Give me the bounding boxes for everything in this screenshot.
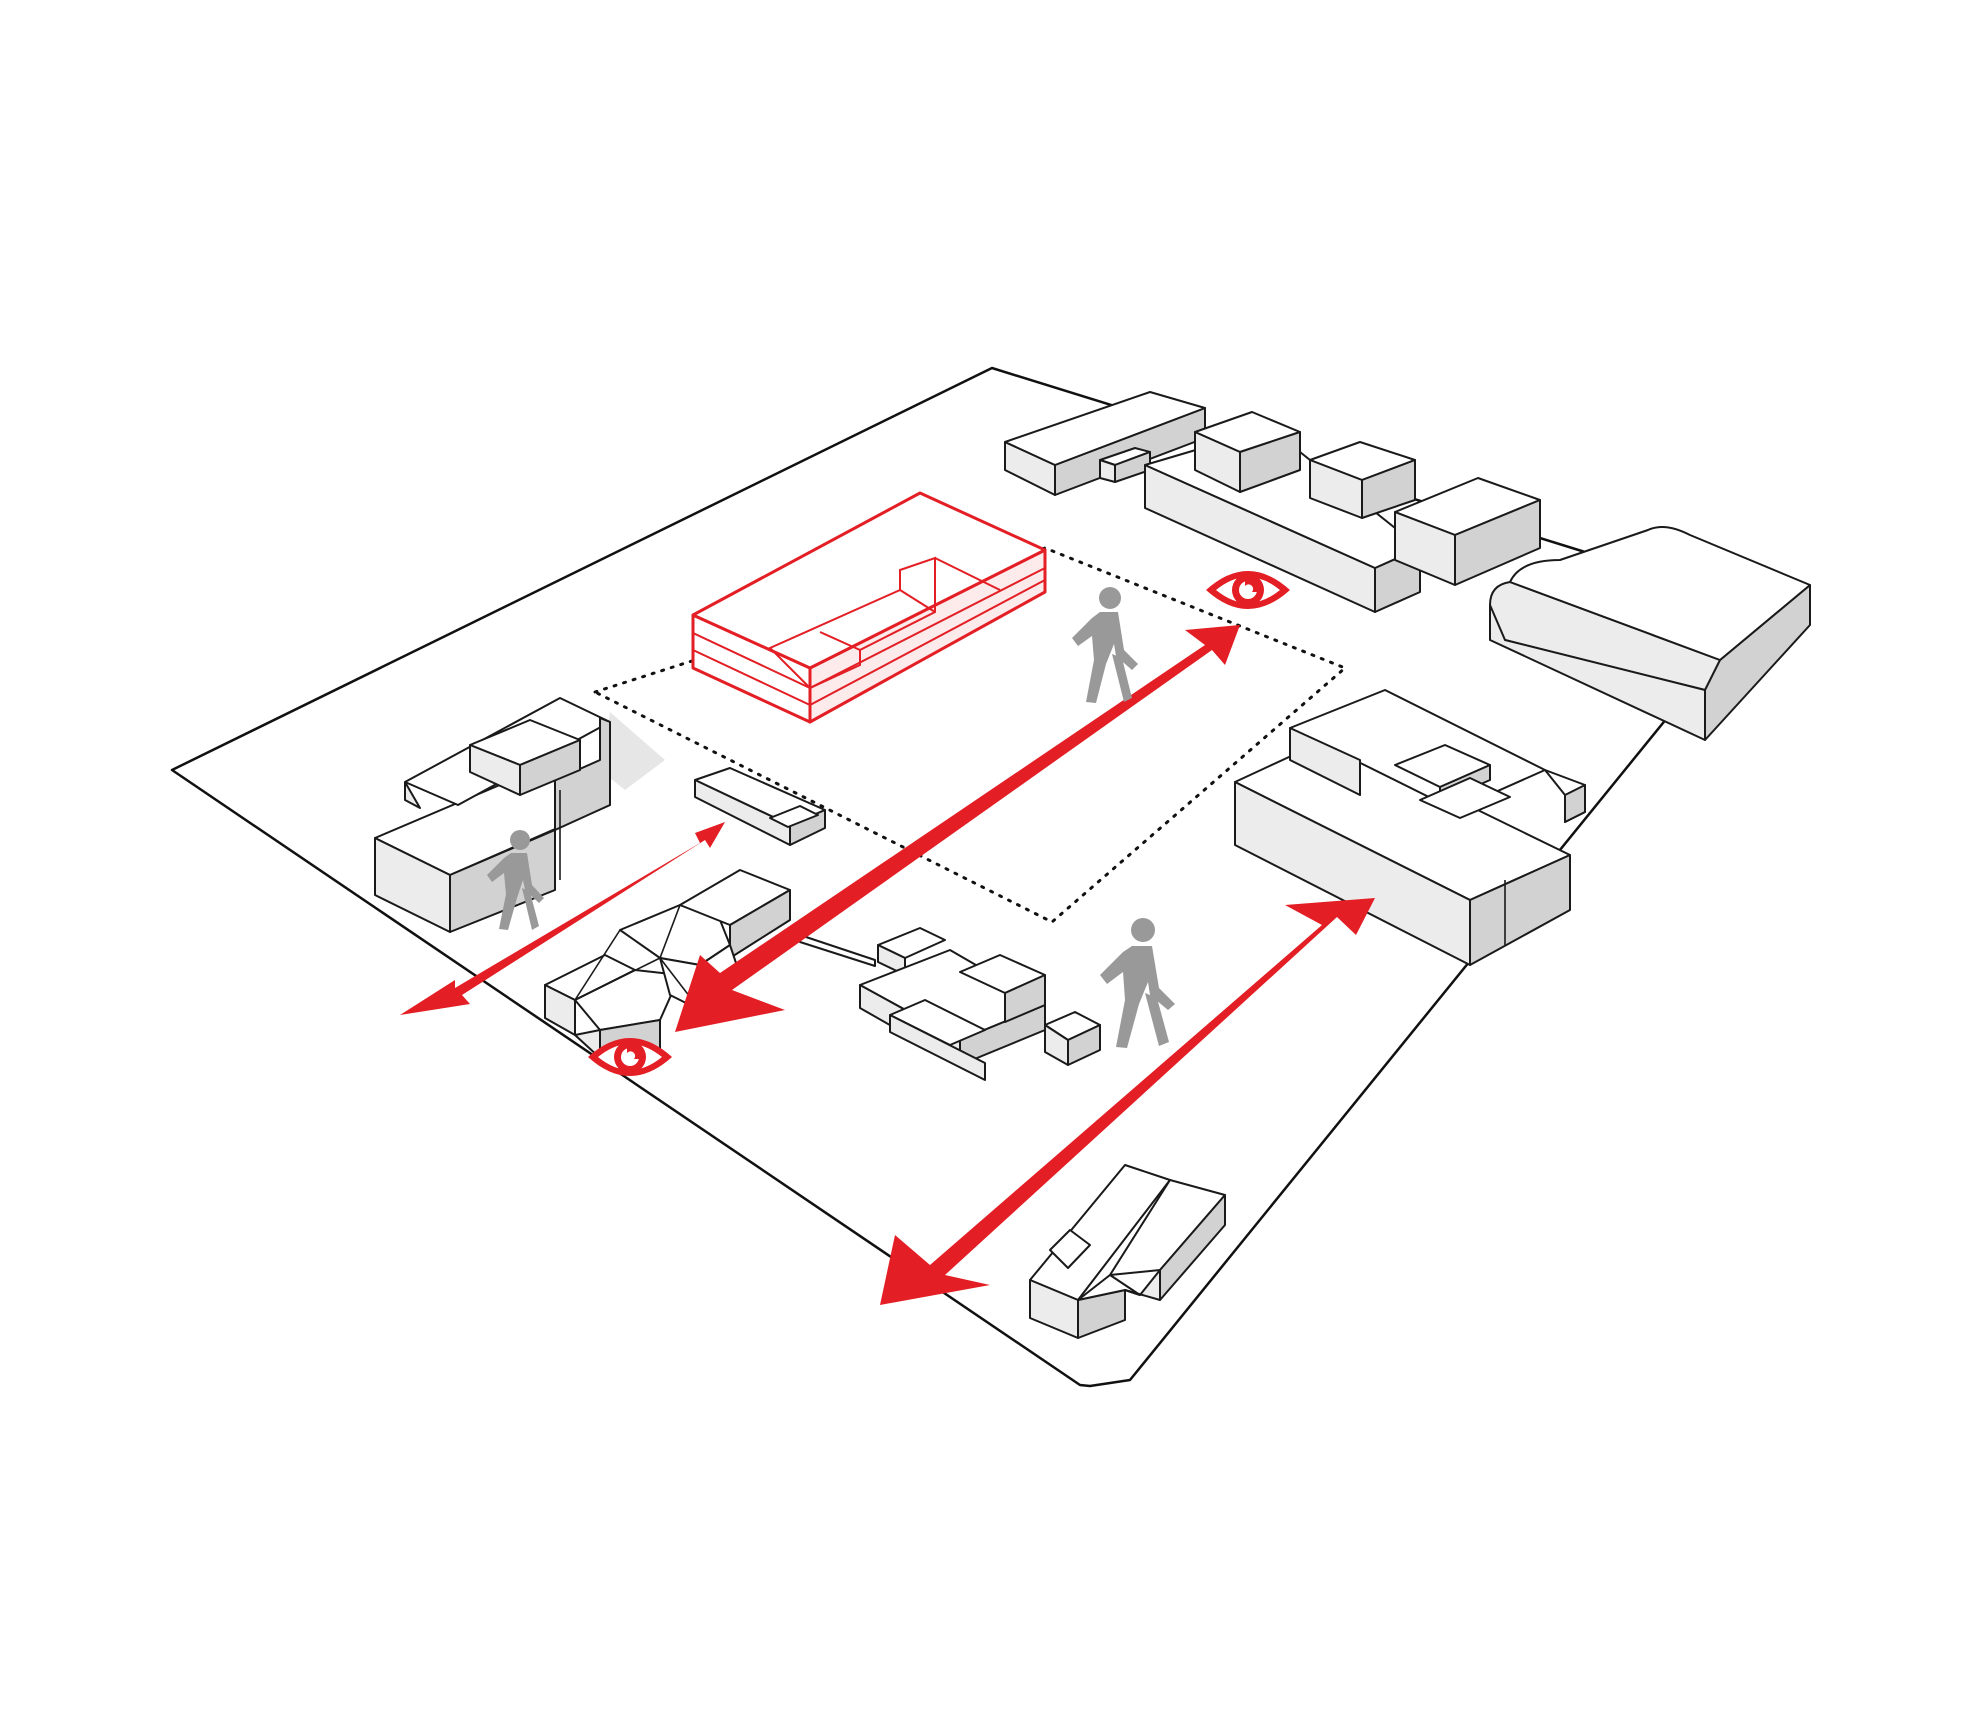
eye-icon bbox=[1206, 571, 1290, 609]
building-top-block-c bbox=[1394, 477, 1541, 586]
shadow-left bbox=[600, 712, 665, 790]
building-top-block-b bbox=[1309, 441, 1416, 519]
building-top-connector bbox=[1099, 447, 1151, 483]
walking-person-icon bbox=[487, 830, 544, 930]
building-left-small-slab bbox=[694, 767, 826, 846]
building-top-block-a bbox=[1194, 411, 1301, 493]
proposed-building-highlight bbox=[691, 491, 1047, 724]
movement-arrow-right bbox=[880, 898, 1375, 1305]
movement-arrow-center bbox=[675, 625, 1240, 1032]
walking-person-icon bbox=[1072, 587, 1138, 703]
building-right-curved bbox=[1489, 525, 1811, 741]
building-bottom-hip-roof bbox=[1029, 1164, 1226, 1339]
building-right-large bbox=[1234, 689, 1586, 966]
movement-arrow-left bbox=[400, 822, 725, 1015]
building-center-stepped bbox=[859, 927, 1101, 1081]
building-left-large bbox=[374, 697, 611, 933]
walking-person-icon bbox=[1100, 918, 1175, 1048]
eye-icon bbox=[588, 1038, 672, 1076]
